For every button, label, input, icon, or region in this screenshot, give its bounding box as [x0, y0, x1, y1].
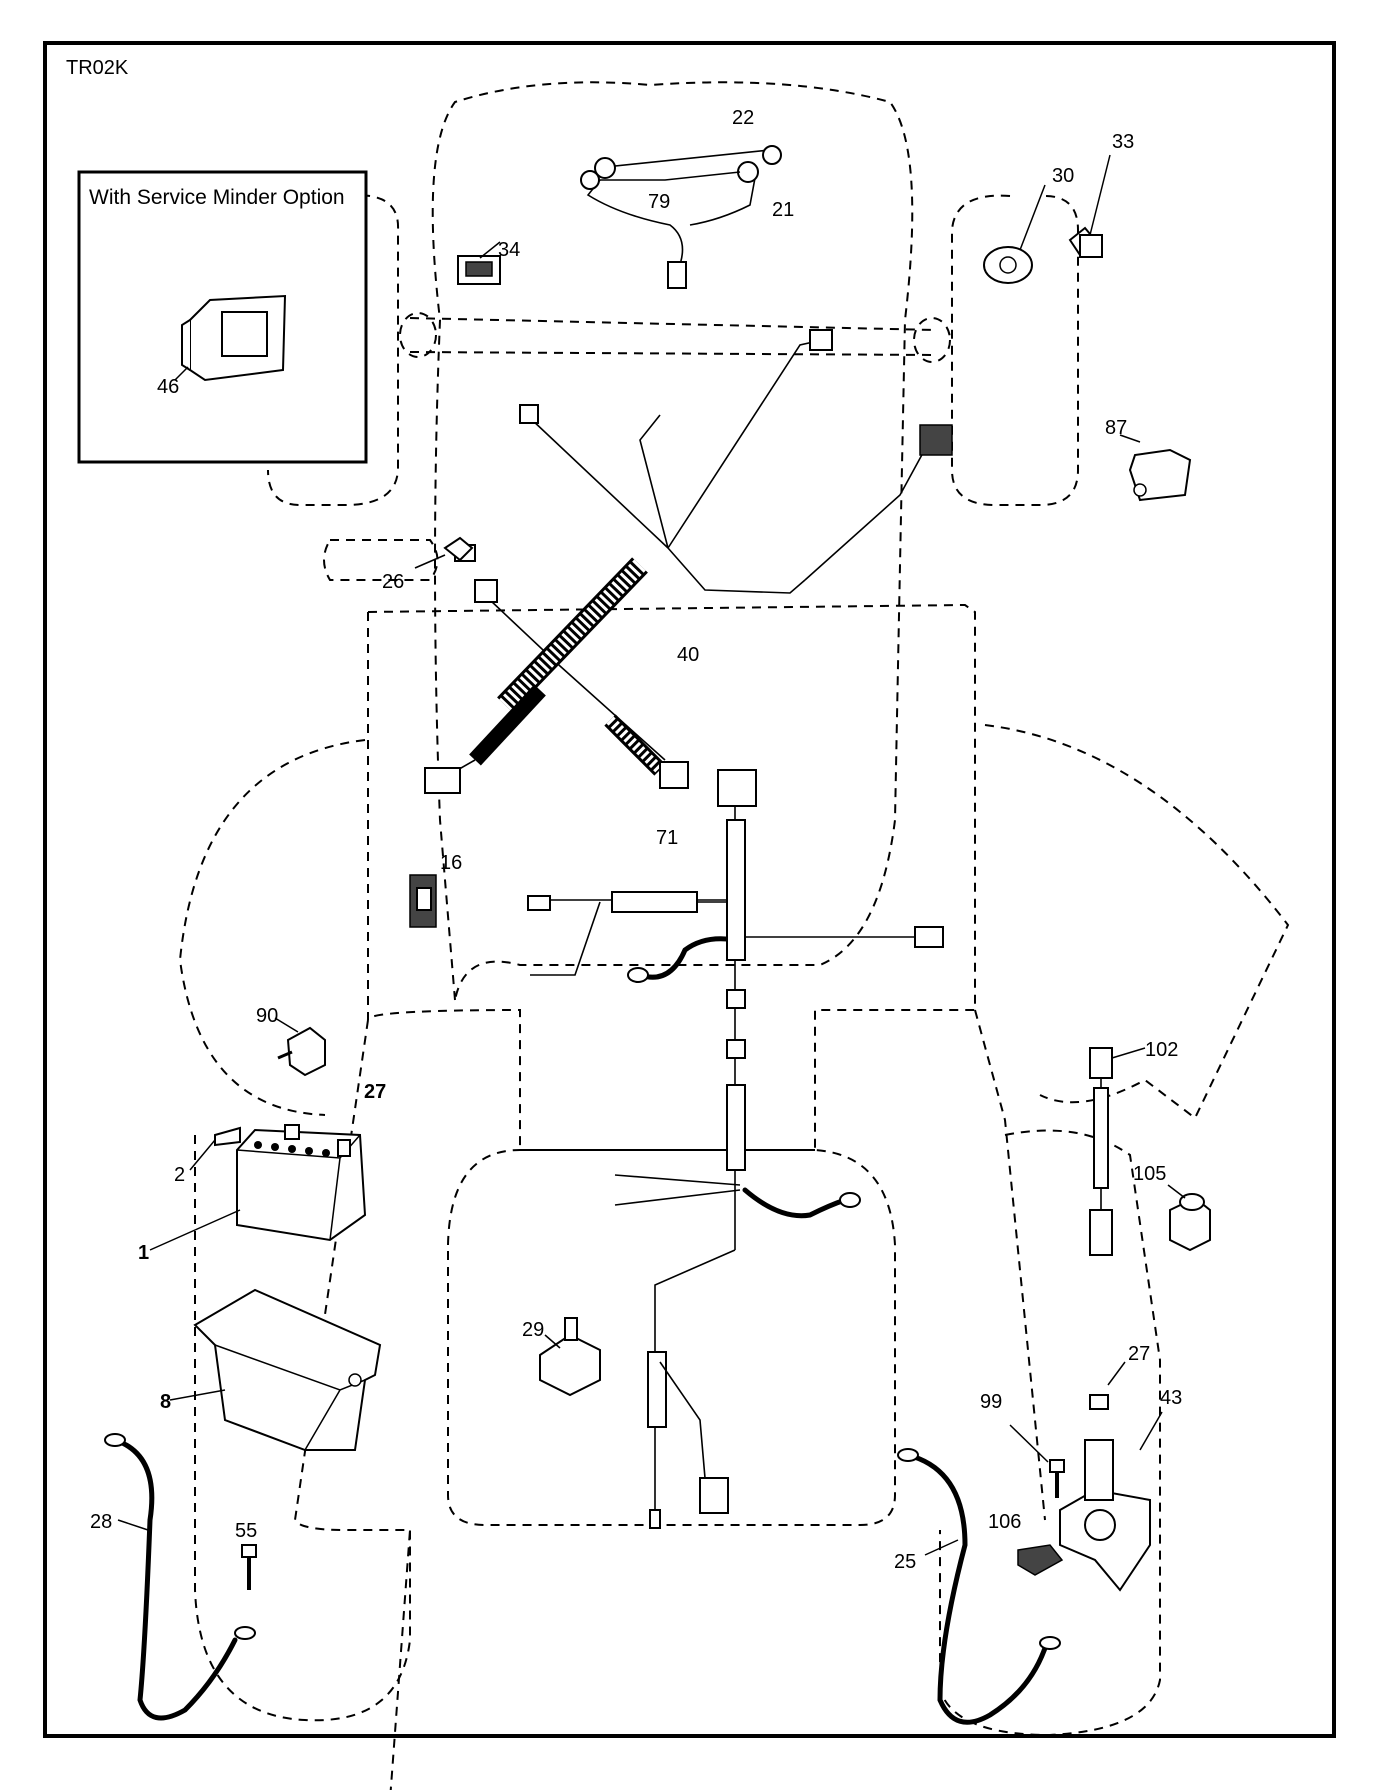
part-34-switch — [457, 241, 501, 285]
callout-90: 90 — [256, 1005, 278, 1027]
callout-40: 40 — [677, 644, 699, 666]
part-43-starter — [1059, 1361, 1163, 1592]
part-90-switch — [274, 1017, 326, 1077]
part-55-bolt — [241, 1544, 257, 1590]
callout-30: 30 — [1052, 165, 1074, 187]
inset-title: With Service Minder Option — [89, 186, 345, 209]
callout-1: 1 — [138, 1242, 149, 1264]
callout-16: 16 — [440, 852, 462, 874]
part-102-harness — [1089, 1047, 1146, 1256]
callout-99: 99 — [980, 1391, 1002, 1413]
callout-22: 22 — [732, 107, 754, 129]
part-30-ignition — [983, 184, 1046, 284]
tractor-outline — [178, 81, 1290, 1790]
callout-106: 106 — [988, 1511, 1021, 1533]
part-25-cable — [897, 1448, 1061, 1725]
callout-105: 105 — [1133, 1163, 1166, 1185]
callout-28: 28 — [90, 1511, 112, 1533]
callout-27-top: 27 — [364, 1081, 386, 1103]
part-8-battery-tray — [169, 1288, 382, 1451]
callout-34: 34 — [498, 239, 520, 261]
callout-43: 43 — [1160, 1387, 1182, 1409]
callout-87: 87 — [1105, 417, 1127, 439]
part-1-battery — [149, 1124, 367, 1251]
callout-102: 102 — [1145, 1039, 1178, 1061]
part-28-cable — [104, 1433, 256, 1721]
diagram-frame — [43, 41, 1336, 1738]
callout-79: 79 — [648, 191, 670, 213]
diagram-code: TR02K — [66, 57, 129, 79]
headlight-harness — [580, 145, 782, 289]
harness-71 — [527, 769, 944, 1529]
callout-33: 33 — [1112, 131, 1134, 153]
callout-55: 55 — [235, 1520, 257, 1542]
service-minder-inset: With Service Minder Option — [77, 170, 368, 464]
part-33-key — [1068, 154, 1111, 258]
main-harness — [424, 329, 953, 794]
callout-8: 8 — [160, 1391, 171, 1413]
part-16-switch — [409, 874, 437, 928]
callout-21: 21 — [772, 199, 794, 221]
callout-25: 25 — [894, 1551, 916, 1573]
callout-labels: 22 79 21 34 30 33 87 46 26 40 71 16 90 2… — [90, 107, 1182, 1573]
part-105-solenoid — [1167, 1184, 1211, 1252]
part-99-bolt — [1009, 1424, 1065, 1498]
callout-27-right: 27 — [1128, 1343, 1150, 1365]
part-26-fuse — [414, 536, 474, 569]
callout-29: 29 — [522, 1319, 544, 1341]
callout-71: 71 — [656, 827, 678, 849]
callout-2: 2 — [174, 1164, 185, 1186]
part-106-clip — [1017, 1544, 1064, 1576]
callout-26: 26 — [382, 571, 404, 593]
hour-meter — [181, 294, 287, 382]
callout-46: 46 — [157, 376, 179, 398]
part-29-switch — [539, 1317, 601, 1397]
part-87-relay — [1119, 434, 1192, 502]
